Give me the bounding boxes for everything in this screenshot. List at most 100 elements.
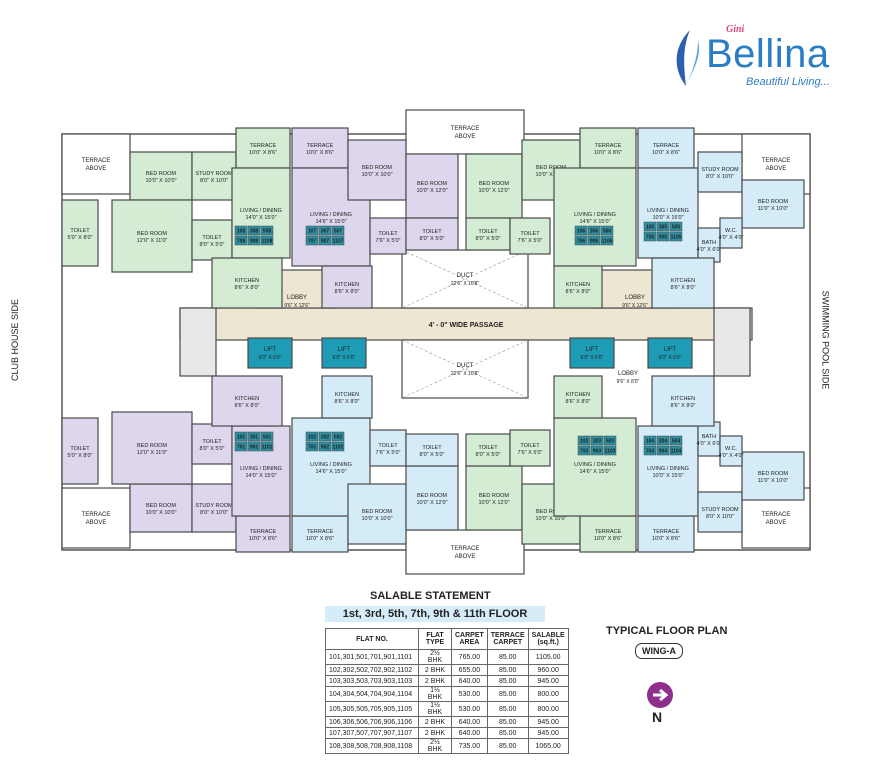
flat-104-number: 704: [646, 449, 655, 455]
north-label: N: [652, 709, 663, 725]
terrace-106-label: TERRACE: [595, 143, 622, 149]
table-cell: 1105.00: [527, 649, 569, 665]
terrace-101-label: TERRACE: [250, 529, 277, 535]
bath-104-label: BATH: [702, 434, 716, 440]
flat-103-number: 1103: [605, 449, 616, 455]
terrace-105-size: 10'0" X 8'6": [652, 150, 680, 156]
terrace-above-label2-br: ABOVE: [766, 520, 787, 526]
kitchen-103-size: 8'6" X 8'0": [566, 399, 591, 405]
kitchen-108-size: 8'6" X 8'0": [235, 285, 260, 291]
lobby-right-size: 9'6" X 12'6": [622, 303, 648, 309]
kitchen-104-label: KITCHEN: [671, 396, 695, 402]
flat-106-number: 706: [577, 239, 586, 245]
flat-107-tag: [331, 235, 345, 246]
flat-102-number: 702: [308, 445, 317, 451]
lobby-mid-size: 9'6" X 8'0": [617, 379, 640, 385]
terrace-108-size: 10'0" X 8'6": [249, 150, 277, 156]
toilet-103b: [509, 429, 551, 467]
duct-label-top: DUCT: [457, 273, 474, 279]
flat-101-number: 301: [250, 435, 259, 441]
lift-size-3: 6'0" X 6'0": [659, 355, 682, 361]
bedroom-103b-label: BED ROOM: [536, 509, 566, 515]
table-cell: 85.00: [486, 701, 529, 717]
flat-107-number: 907: [321, 239, 330, 245]
terrace-above-label-tc: TERRACE: [451, 126, 480, 132]
bedroom-107b-label: BED ROOM: [417, 181, 447, 187]
kitchen-102-size: 8'6" X 8'0": [335, 399, 360, 405]
terrace-above-label-br: TERRACE: [762, 512, 791, 518]
flat-105-number: 305: [659, 225, 668, 231]
living-101-label: LIVING / DINING: [240, 466, 282, 472]
bedroom-107-size: 10'0" X 10'0": [361, 172, 392, 178]
table-cell: 108,308,508,708,908,1108: [325, 738, 419, 754]
lift-label-1: LIFT: [338, 347, 351, 353]
flat-107-tag: [331, 225, 345, 236]
lobby-left-label: LOBBY: [287, 295, 307, 301]
toilet-108a-label: TOILET: [70, 228, 90, 234]
toilet-107a-label: TOILET: [378, 231, 398, 237]
terrace-above-label2-tr: ABOVE: [766, 166, 787, 172]
toilet-106a: [465, 217, 511, 251]
salable-header-row: FLAT NO. FLAT TYPE CARPET AREA TERRACE C…: [325, 628, 569, 650]
bedroom-103: [465, 465, 523, 531]
flat-108-number: 708: [237, 239, 246, 245]
terrace-104-size: 10'0" X 8'6": [652, 536, 680, 542]
bedroom-104-label: BED ROOM: [758, 471, 788, 477]
bedroom-106b-label: BED ROOM: [536, 165, 566, 171]
wc-105-label: W.C.: [725, 228, 737, 234]
header-flat-type: FLAT TYPE: [418, 628, 452, 650]
flat-103-tag: [577, 435, 591, 446]
table-cell: 2 BHK: [418, 664, 452, 676]
toilet-101b: [191, 423, 233, 465]
terrace-101-size: 10'0" X 8'6": [249, 536, 277, 542]
header-carpet-area: CARPET AREA: [451, 628, 488, 650]
flat-103-number: 903: [593, 449, 602, 455]
flat-103-tag: [603, 435, 617, 446]
stair-right: [713, 307, 751, 377]
flat-101-tag: [247, 431, 261, 442]
table-cell: 2½ BHK: [418, 649, 452, 665]
table-cell: 107,307,507,707,907,1107: [325, 727, 419, 739]
living-103-size: 14'6" X 15'0": [579, 469, 610, 475]
header-terrace-carpet: TERRACE CARPET: [486, 628, 529, 650]
bedroom-101b: [111, 411, 193, 485]
kitchen-103: [553, 375, 603, 419]
flat-108-number: 908: [250, 239, 259, 245]
table-cell: 735.00: [451, 738, 488, 754]
swimming-pool-side-label: SWIMMING POOL SIDE: [820, 290, 831, 390]
terrace-above-label-bc: TERRACE: [451, 546, 480, 552]
flat-101-tag: [260, 431, 274, 442]
flat-107-tag: [305, 235, 319, 246]
study-101-label: STUDY ROOM: [195, 503, 233, 509]
flat-108-tag: [234, 235, 248, 246]
bedroom-101-size: 10'0" X 10'0": [145, 510, 176, 516]
kitchen-102: [321, 375, 373, 419]
flat-108-tag: [260, 235, 274, 246]
table-cell: 1065.00: [527, 738, 569, 754]
terrace-104-label: TERRACE: [653, 529, 680, 535]
lift-size-2: 6'0" X 6'0": [581, 355, 604, 361]
flat-102-tag: [318, 441, 332, 452]
toilet-108b-label: TOILET: [202, 235, 222, 241]
flat-101-tag: [247, 441, 261, 452]
table-cell: 640.00: [451, 727, 488, 739]
wing-label: WING-A: [635, 643, 683, 659]
toilet-108a-size: 5'0" X 8'0": [68, 235, 93, 241]
bedroom-105-size: 11'0" X 10'0": [758, 206, 789, 212]
kitchen-101: [211, 375, 283, 427]
kitchen-104: [651, 375, 715, 427]
toilet-106a-size: 8'0" X 5'0": [476, 236, 501, 242]
lobby-left-size: 9'6" X 12'6": [284, 303, 310, 309]
table-cell: 85.00: [486, 727, 529, 739]
flat-102-tag: [318, 431, 332, 442]
club-house-side-label: CLUB HOUSE SIDE: [10, 298, 21, 382]
toilet-107b: [405, 217, 459, 251]
flat-105-tag: [643, 221, 657, 232]
terrace-above-label2-tc: ABOVE: [455, 134, 476, 140]
study-105-size: 8'0" X 10'0": [706, 174, 734, 180]
bedroom-103-size: 10'0" X 12'0": [478, 500, 509, 506]
duct-size-bottom: 22'6" X 10'8": [451, 371, 479, 377]
